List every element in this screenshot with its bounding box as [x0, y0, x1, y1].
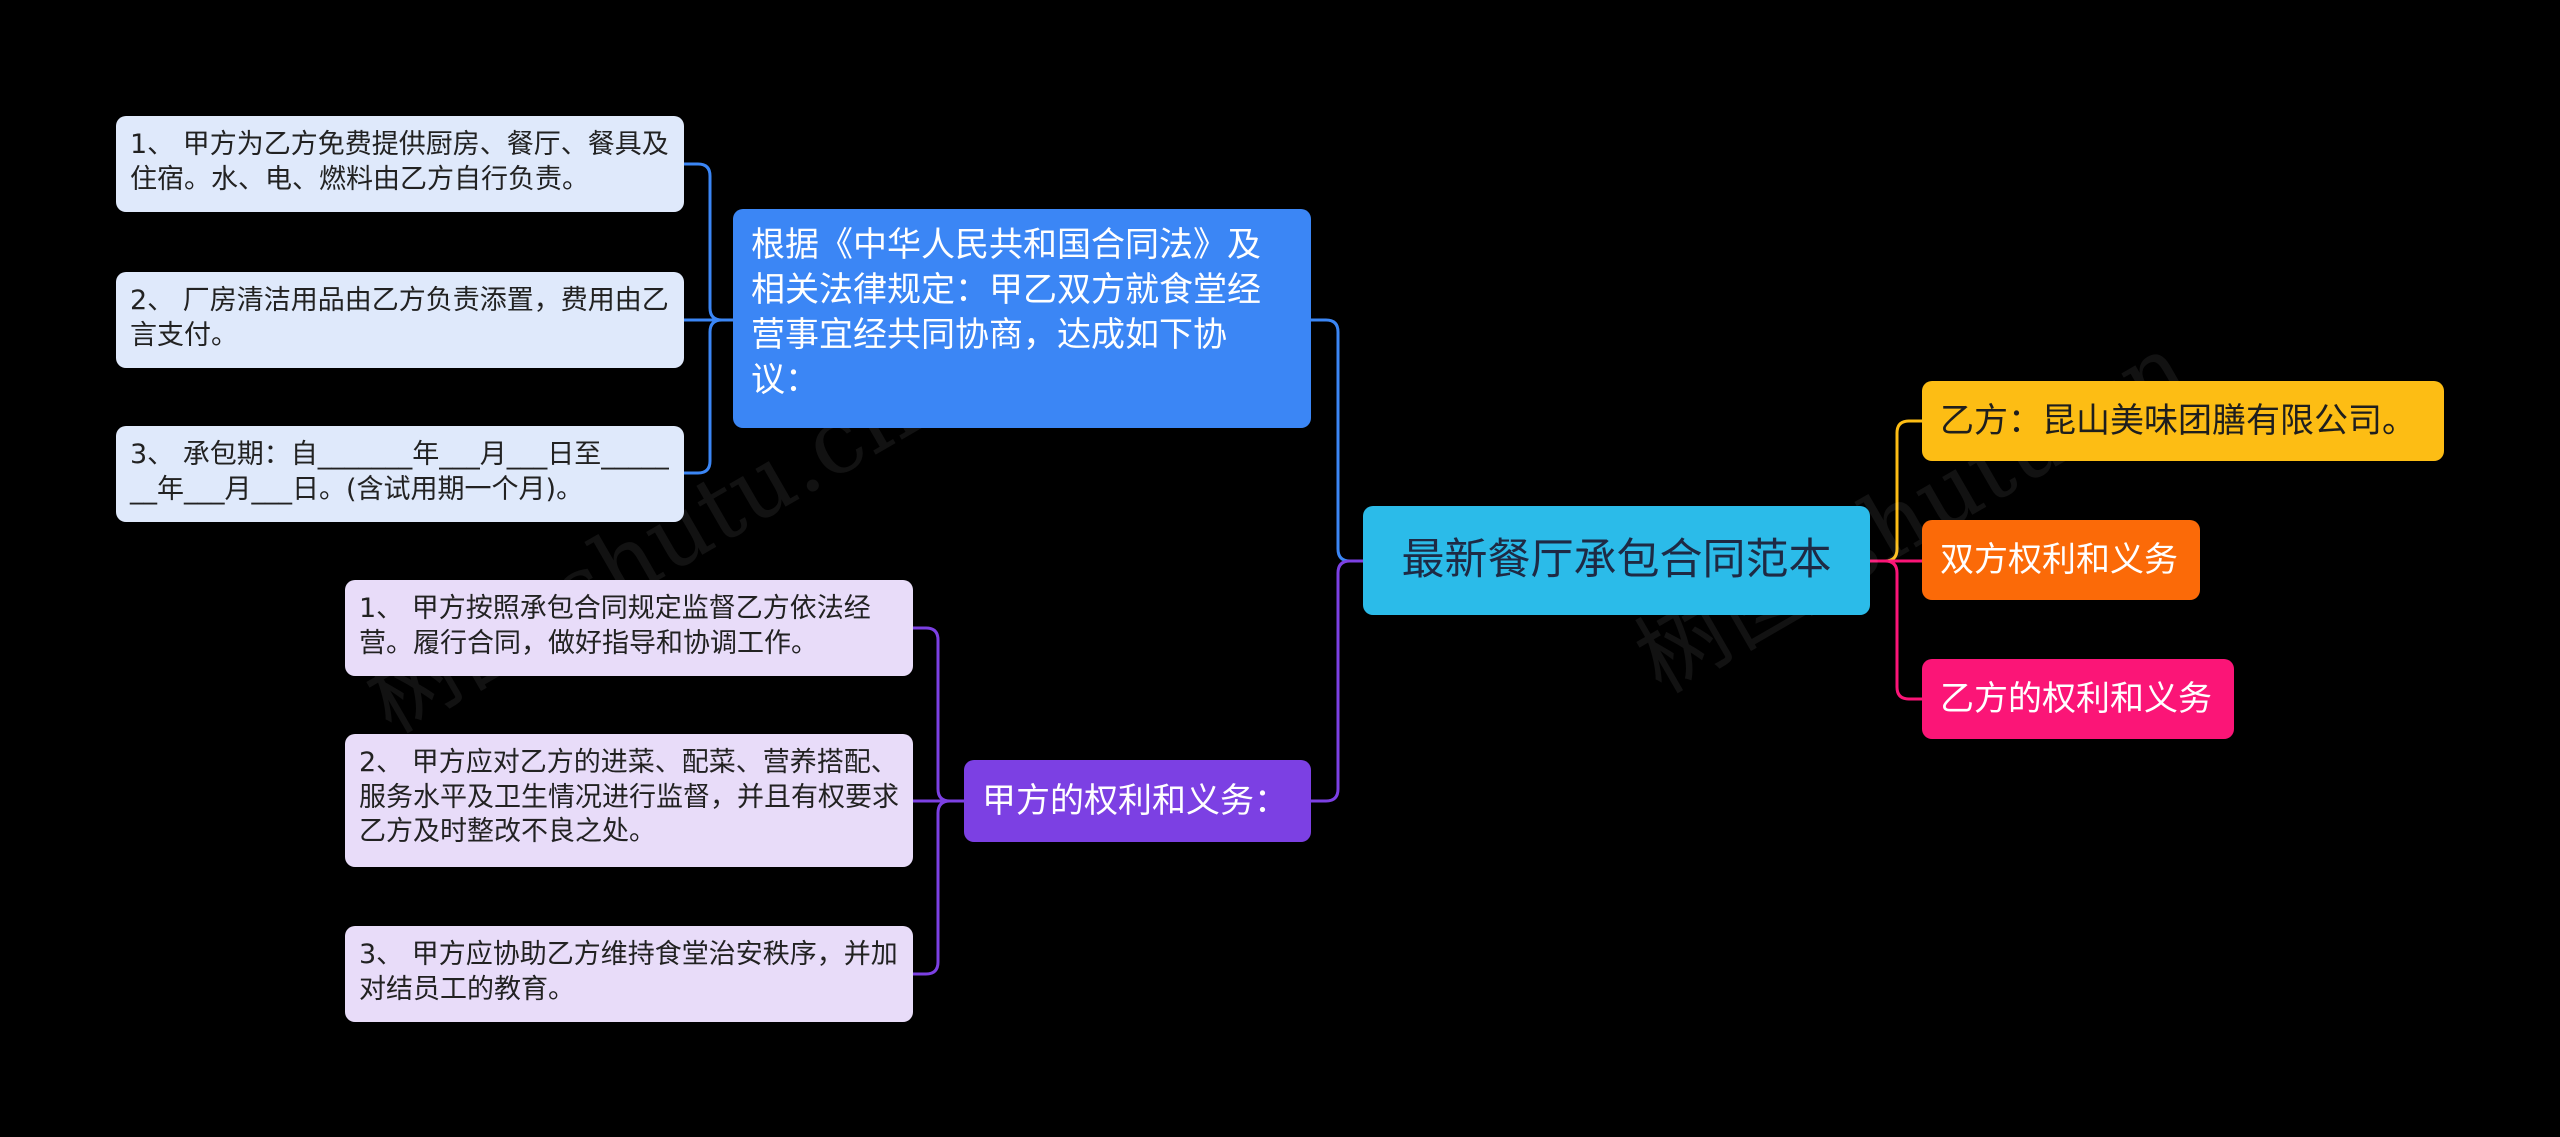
edge-intro-item-3 — [684, 318, 733, 475]
edge-root-right-1 — [1870, 419, 1922, 563]
intro-item-2[interactable]: 2、 厂房清洁用品由乙方负责添置，费用由乙言支付。 — [116, 272, 684, 368]
edge-intro-item-1 — [684, 162, 733, 322]
edge-party-a-item-3 — [913, 799, 964, 976]
right-node-party-b-name[interactable]: 乙方：昆山美味团膳有限公司。 — [1922, 381, 2444, 461]
edge-party-a-item-1 — [913, 626, 964, 803]
right-node-mutual-rights[interactable]: 双方权利和义务 — [1922, 520, 2200, 600]
edge-root-party-a — [1311, 559, 1363, 803]
right-node-party-b-rights[interactable]: 乙方的权利和义务 — [1922, 659, 2234, 739]
party-a-item-3[interactable]: 3、 甲方应协助乙方维持食堂治安秩序，并加对结员工的教育。 — [345, 926, 913, 1022]
intro-node[interactable]: 根据《中华人民共和国合同法》及相关法律规定：甲乙双方就食堂经营事宜经共同协商，达… — [733, 209, 1311, 428]
edge-root-intro — [1311, 318, 1363, 563]
intro-item-1[interactable]: 1、 甲方为乙方免费提供厨房、餐厅、餐具及住宿。水、电、燃料由乙方自行负责。 — [116, 116, 684, 212]
edge-root-right-3 — [1870, 559, 1922, 701]
root-node[interactable]: 最新餐厅承包合同范本 — [1363, 506, 1870, 615]
party-a-item-1[interactable]: 1、 甲方按照承包合同规定监督乙方依法经营。履行合同，做好指导和协调工作。 — [345, 580, 913, 676]
intro-item-3[interactable]: 3、 承包期：自_______年___月___日至_______年___月___… — [116, 426, 684, 522]
party-a-node[interactable]: 甲方的权利和义务： — [964, 760, 1311, 842]
party-a-item-2[interactable]: 2、 甲方应对乙方的进菜、配菜、营养搭配、服务水平及卫生情况进行监督，并且有权要… — [345, 734, 913, 867]
